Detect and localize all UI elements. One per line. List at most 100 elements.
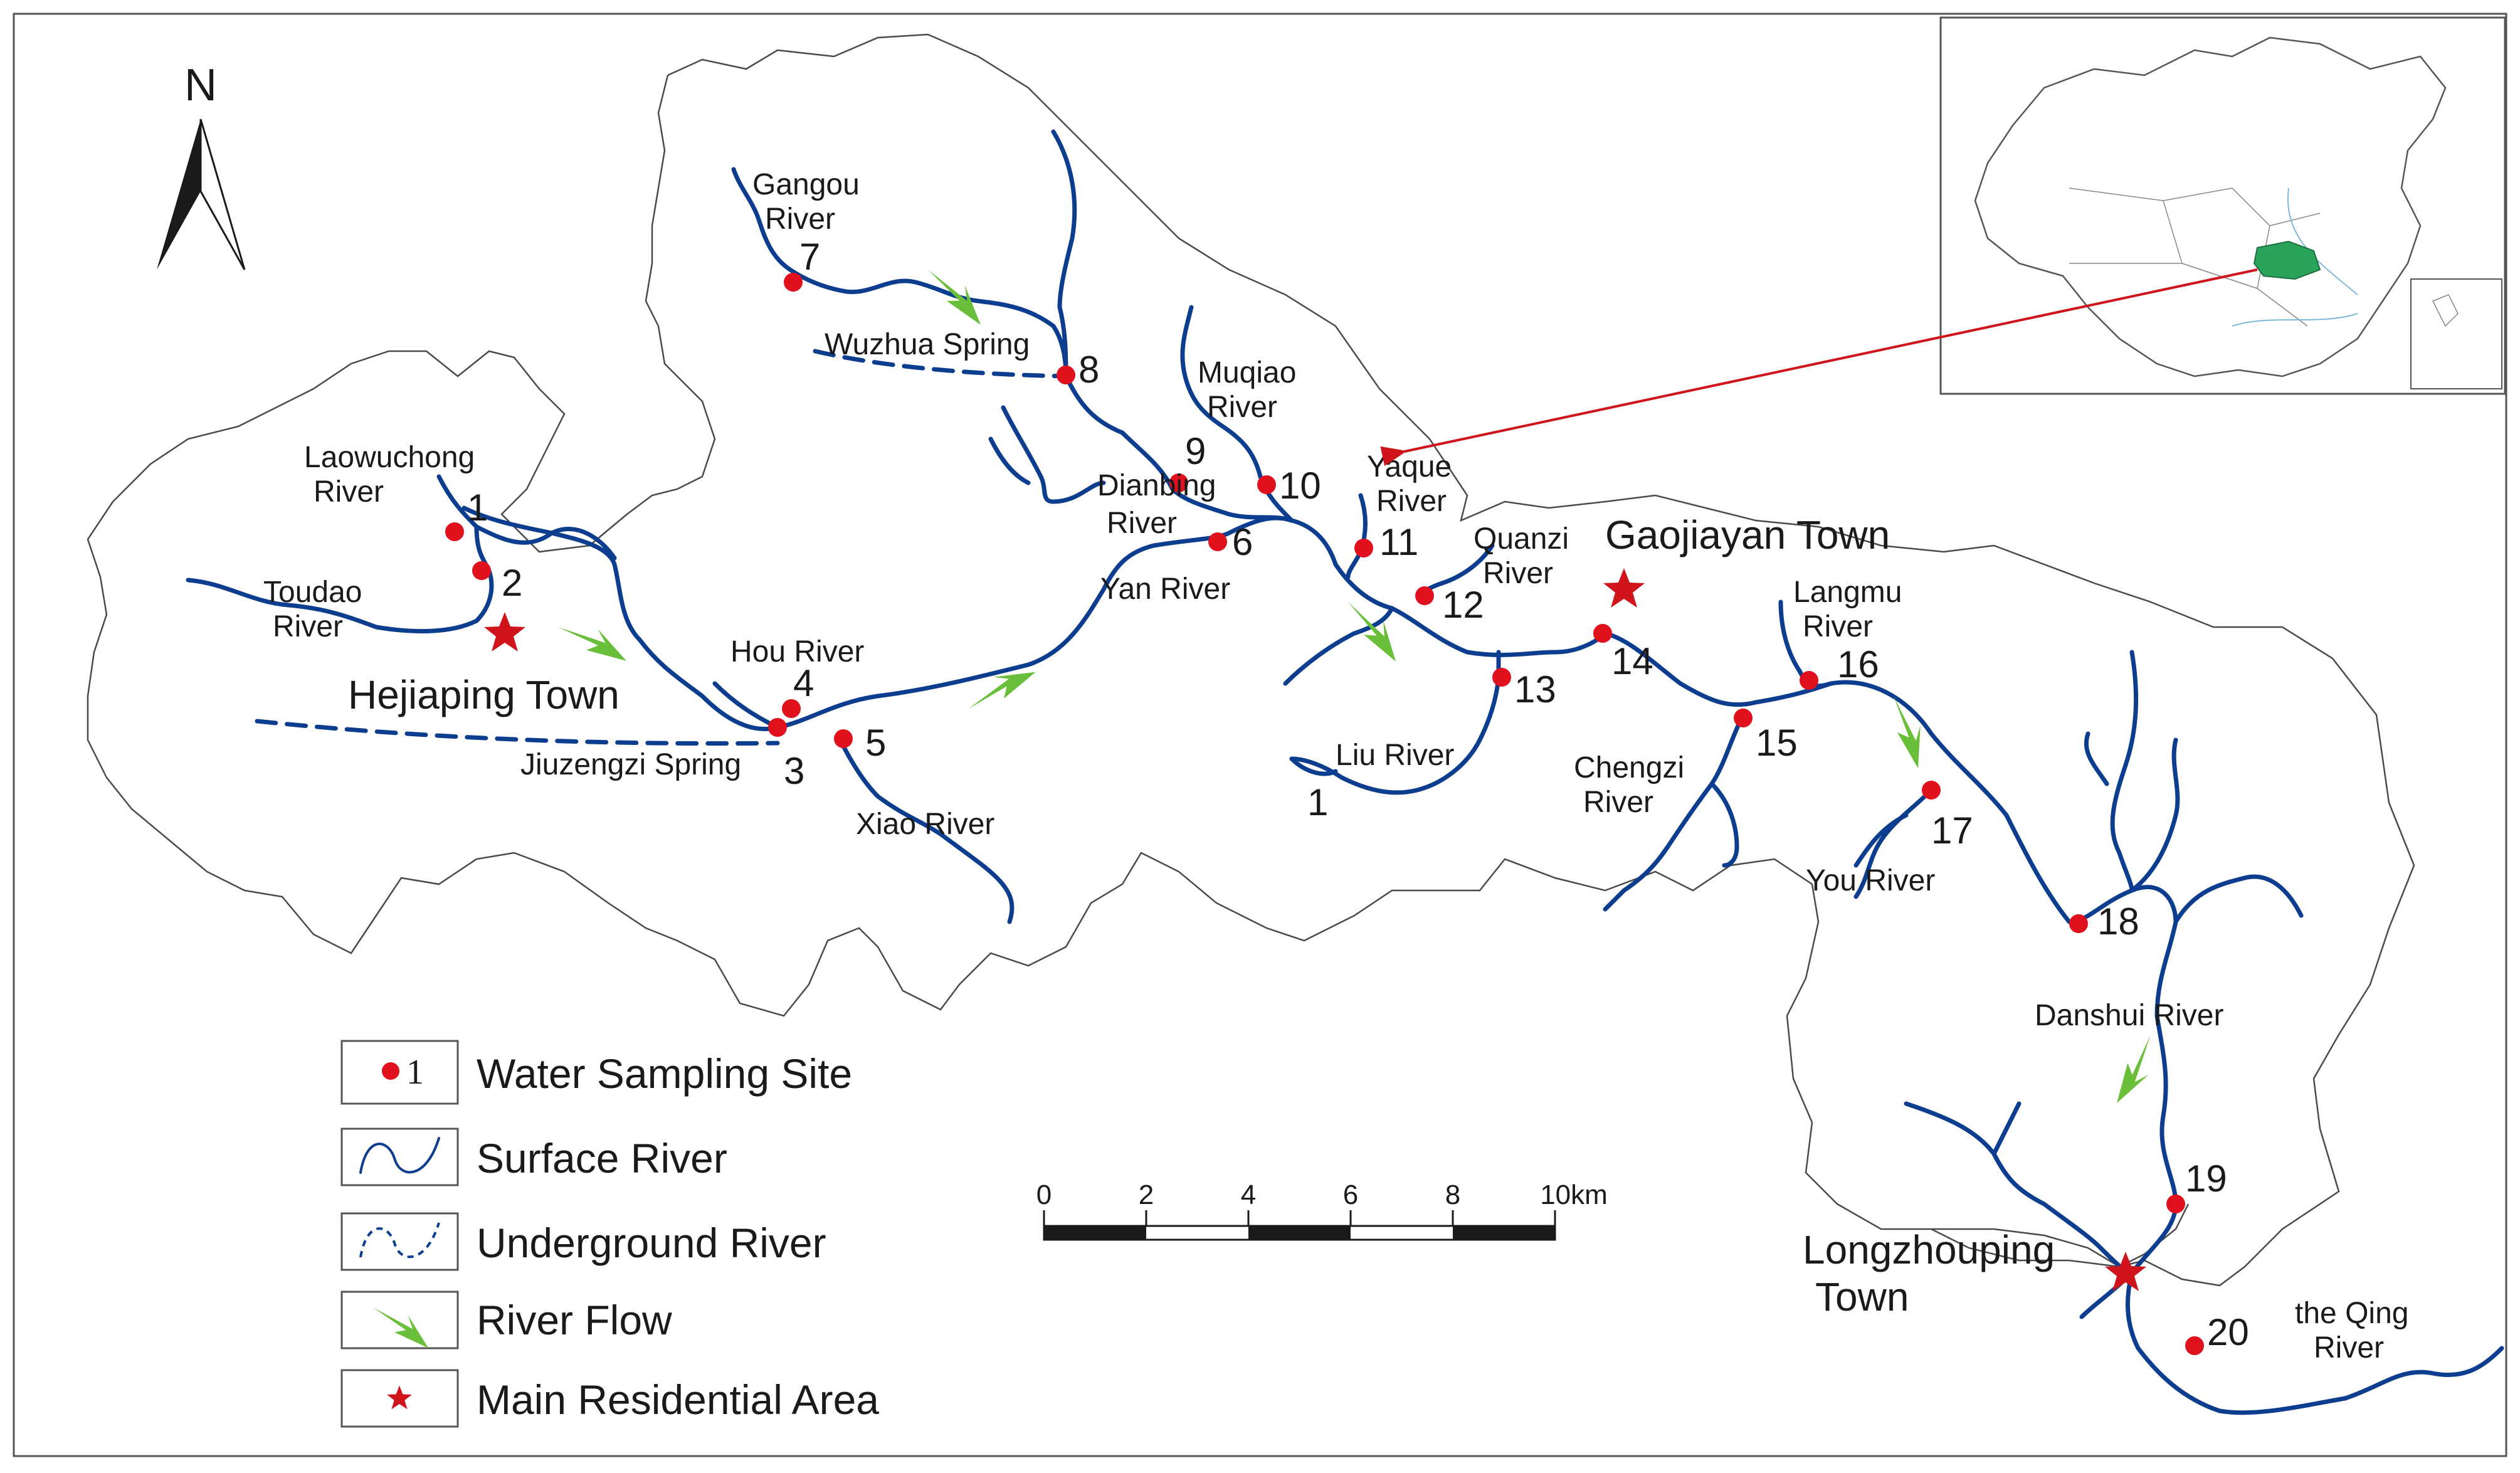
north-arrow: N: [157, 60, 246, 270]
chengzi-river-label: Chengzi: [1574, 751, 1684, 784]
laowuchong-river-label: Laowuchong: [304, 441, 475, 474]
china-outline: [1974, 36, 2447, 377]
scale-tick: 4: [1241, 1180, 1256, 1210]
jiuzengzi-underground-river: [255, 719, 780, 746]
legend-label-residential: Main Residential Area: [477, 1376, 879, 1423]
scale-tick: 2: [1139, 1180, 1154, 1210]
sampling-site-dots: [445, 273, 2204, 1355]
hou-river-label: Hou River: [730, 635, 864, 668]
inset-map: [1939, 16, 2506, 395]
site-dot: [1800, 671, 1818, 690]
wuzhua-underground-river: [813, 349, 1068, 379]
yan-river-label: Yan River: [1100, 573, 1230, 606]
legend-site-icon: [382, 1062, 399, 1080]
liu-river-label: Liu River: [1336, 739, 1454, 772]
site-label-5: 5: [865, 722, 886, 764]
legend-site-number: 1: [406, 1053, 424, 1092]
study-area-highlight: [2253, 240, 2321, 280]
site-dot: [768, 718, 787, 737]
liu-side-mark: 1: [1307, 781, 1328, 823]
legend-label-underground: Underground River: [477, 1220, 826, 1266]
site-label-13: 13: [1514, 668, 1556, 710]
flow-arrow-icon: [2106, 1035, 2162, 1104]
star-icon: [484, 612, 525, 652]
site-label-11: 11: [1379, 521, 1418, 563]
north-arrow-icon: [157, 119, 201, 270]
you-river-label: You River: [1806, 864, 1935, 897]
legend: 1 Water Sampling Site Surface River Unde…: [340, 1040, 879, 1428]
site-label-16: 16: [1837, 643, 1879, 685]
qing-river-label: the Qing: [2295, 1297, 2408, 1330]
inset-pointer-arrow: [1380, 268, 2258, 467]
site-dot: [1593, 624, 1612, 643]
underground-rivers: [255, 349, 1068, 746]
town-label-gaojiayan: Gaojiayan Town: [1605, 512, 1890, 557]
north-label: N: [184, 60, 217, 110]
toudao-river-label: Toudao: [263, 576, 362, 609]
spring-labels: Wuzhua Spring Jiuzengzi Spring: [520, 328, 1030, 781]
site-dot: [1354, 539, 1373, 557]
site-dot: [2069, 914, 2088, 933]
qing-river-label-2: River: [2314, 1331, 2384, 1365]
toudao-river-label-2: River: [273, 610, 343, 643]
site-dot: [1057, 366, 1075, 384]
site-label-10: 10: [1279, 465, 1321, 507]
site-dot: [445, 522, 464, 541]
scale-tick: 0: [1036, 1180, 1052, 1210]
laowuchong-river-label-2: River: [314, 475, 384, 509]
site-label-4: 4: [793, 662, 814, 704]
site-label-9: 9: [1185, 430, 1206, 472]
legend-underground-icon: [359, 1222, 440, 1259]
site-dot: [2166, 1195, 2185, 1213]
site-label-7: 7: [799, 236, 820, 278]
scale-bar: 0 2 4 6 8 10km: [1036, 1180, 1608, 1241]
legend-label-flow: River Flow: [477, 1297, 672, 1343]
site-label-3: 3: [784, 750, 804, 792]
site-label-18: 18: [2097, 900, 2139, 942]
yaque-river-label: Yaque: [1367, 450, 1452, 483]
sampling-site-labels: 1 2 3 4 5 6 7 8 9 10 11 12 13 14 15 16 1…: [467, 236, 2249, 1353]
site-dot: [472, 561, 491, 580]
site-label-6: 6: [1232, 521, 1253, 563]
xiao-river-label: Xiao River: [856, 808, 994, 841]
yaque-river-label-2: River: [1376, 485, 1447, 518]
basin-boundary: [87, 33, 2415, 1287]
chengzi-river-label-2: River: [1583, 786, 1653, 819]
scale-tick: 8: [1445, 1180, 1460, 1210]
wuzhua-spring-label: Wuzhua Spring: [825, 328, 1030, 361]
star-icon: [1603, 568, 1645, 608]
jiuzengzi-spring-label: Jiuzengzi Spring: [520, 748, 741, 781]
map-frame: [13, 13, 2507, 1457]
muqiao-river-label: Muqiao: [1198, 356, 1296, 389]
legend-label-surface: Surface River: [477, 1135, 727, 1181]
site-dot: [2185, 1336, 2204, 1355]
site-dot: [1415, 586, 1434, 605]
site-label-15: 15: [1756, 722, 1798, 764]
site-dot: [1922, 781, 1941, 800]
scale-tick: 6: [1343, 1180, 1358, 1210]
site-label-14: 14: [1611, 640, 1653, 682]
legend-label-site: Water Sampling Site: [477, 1050, 852, 1097]
muqiao-river-label-2: River: [1207, 391, 1277, 424]
langmu-river-label: Langmu: [1793, 576, 1902, 609]
town-label-longzhouping: Longzhouping: [1803, 1227, 2055, 1272]
gangou-river-label-2: River: [765, 203, 835, 236]
site-dot: [1257, 475, 1276, 494]
site-dot: [834, 729, 853, 748]
site-dot: [784, 273, 803, 292]
gangou-river-label: Gangou: [752, 168, 860, 201]
site-label-1: 1: [467, 487, 488, 529]
site-label-2: 2: [502, 562, 522, 604]
danshui-river-label: Danshui River: [2035, 999, 2223, 1032]
langmu-river-label-2: River: [1803, 610, 1873, 643]
site-dot: [1492, 668, 1511, 687]
dianbing-river-label-2: River: [1107, 507, 1177, 540]
site-label-20: 20: [2207, 1311, 2249, 1353]
site-dot: [1169, 473, 1188, 492]
quanzi-river-label-2: River: [1483, 557, 1553, 590]
scale-tick: 10km: [1540, 1180, 1608, 1210]
flow-arrow-icon: [558, 616, 627, 672]
town-label-longzhouping-2: Town: [1815, 1274, 1909, 1319]
site-label-12: 12: [1442, 584, 1484, 626]
